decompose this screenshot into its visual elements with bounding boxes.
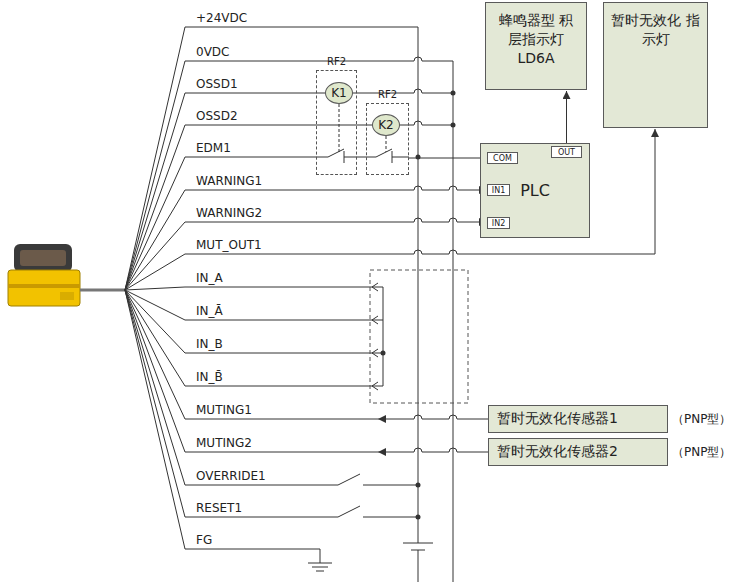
scanner-illustration: [8, 244, 125, 306]
wire: [383, 287, 384, 386]
junction-dot: [381, 351, 386, 356]
signal-name: EDM1: [196, 141, 231, 155]
node-text: IN1: [492, 186, 505, 195]
wire: [125, 27, 418, 290]
signal-name: WARNING2: [196, 206, 262, 220]
wire: [372, 283, 378, 390]
scanner-illustration: [8, 284, 80, 288]
signal-name: IN_B: [196, 337, 223, 351]
wire: [125, 186, 487, 290]
wire: [339, 104, 386, 152]
scanner-illustration: [14, 244, 72, 272]
wire: [328, 149, 409, 163]
plc-box: PLC COM OUT IN1IN2: [480, 143, 590, 238]
node-text: PLC: [520, 181, 550, 200]
node-text: 蜂鸣器型 积层指示灯 LD6A: [492, 11, 580, 68]
node-text: 暂时无效化 指示灯: [610, 11, 701, 49]
signal-name: MUTING1: [196, 403, 252, 417]
junction-dot: [451, 91, 456, 96]
scanner-illustration: [8, 270, 80, 306]
wire: [125, 157, 328, 290]
sensor-box: 暂时无效化传感器2: [488, 438, 668, 466]
arrowhead: [378, 448, 386, 456]
input-group-bracket: [370, 270, 468, 403]
junction-dot: [381, 91, 456, 520]
connector: [409, 158, 487, 159]
junction-dot: [416, 515, 421, 520]
signal-name: FG: [196, 533, 212, 547]
signal-name: OSSD1: [196, 77, 238, 91]
signal-name: OSSD2: [196, 109, 238, 123]
node-text: IN2: [492, 219, 505, 228]
wire: [308, 563, 332, 571]
wire: [125, 287, 383, 290]
connector: [566, 91, 567, 146]
scanner-illustration: [20, 250, 66, 266]
terminal-box: IN2: [487, 217, 510, 229]
signal-name: MUTING2: [196, 436, 252, 450]
wire: [125, 290, 383, 320]
junction-dot: [416, 483, 421, 488]
wire: [125, 290, 320, 563]
terminal-box: COM: [487, 152, 518, 164]
arrowhead: [378, 415, 386, 423]
signal-name: IN_B̄: [196, 370, 223, 384]
junction-dot: [451, 123, 456, 128]
signal-name: 0VDC: [196, 45, 229, 59]
wire: [125, 290, 488, 419]
wire: [403, 543, 433, 582]
arrowhead: [378, 415, 386, 456]
signal-name: OVERRIDE1: [196, 469, 266, 483]
relay-coil: K1: [325, 82, 353, 104]
scanner-illustration: [80, 289, 125, 292]
wire: [125, 129, 655, 290]
node-text: COM: [493, 154, 512, 163]
relay-label: RF2: [307, 56, 366, 67]
wire: [125, 57, 453, 290]
signal-name: +24VDC: [196, 11, 247, 25]
indicator-box: 暂时无效化 指示灯: [603, 2, 708, 128]
node-text: 暂时无效化传感器2: [497, 443, 618, 461]
wire: [453, 61, 454, 582]
relay-coil: K2: [372, 114, 400, 136]
junction-dot: [416, 155, 421, 160]
sensor-type-note: （PNP型）: [672, 444, 731, 461]
wire: [125, 27, 655, 582]
node-text: K2: [378, 118, 394, 132]
signal-name: RESET1: [196, 501, 242, 515]
terminal-box: IN1: [487, 184, 510, 196]
node-text: K1: [331, 86, 347, 100]
sensor-box: 暂时无效化传感器1: [488, 405, 668, 433]
signal-name: WARNING1: [196, 174, 262, 188]
relay-box: RF2K2: [366, 103, 409, 175]
signal-name: IN_A: [196, 271, 223, 285]
node-text: OUT: [558, 148, 575, 157]
relay-label: RF2: [357, 89, 418, 100]
wire: [125, 290, 383, 386]
signal-name: MUT_OUT1: [196, 238, 262, 252]
node-text: 暂时无效化传感器1: [497, 410, 618, 428]
wire: [418, 27, 419, 543]
wire: [125, 290, 488, 452]
scanner-illustration: [60, 292, 74, 300]
relay-box: RF2K1: [316, 70, 357, 175]
terminal-box: OUT: [551, 146, 582, 158]
indicator-box: 蜂鸣器型 积层指示灯 LD6A: [485, 2, 587, 90]
wire: [125, 290, 383, 353]
signal-name: IN_Ā: [196, 304, 223, 318]
sensor-type-note: （PNP型）: [672, 411, 731, 428]
wire: [125, 121, 453, 290]
